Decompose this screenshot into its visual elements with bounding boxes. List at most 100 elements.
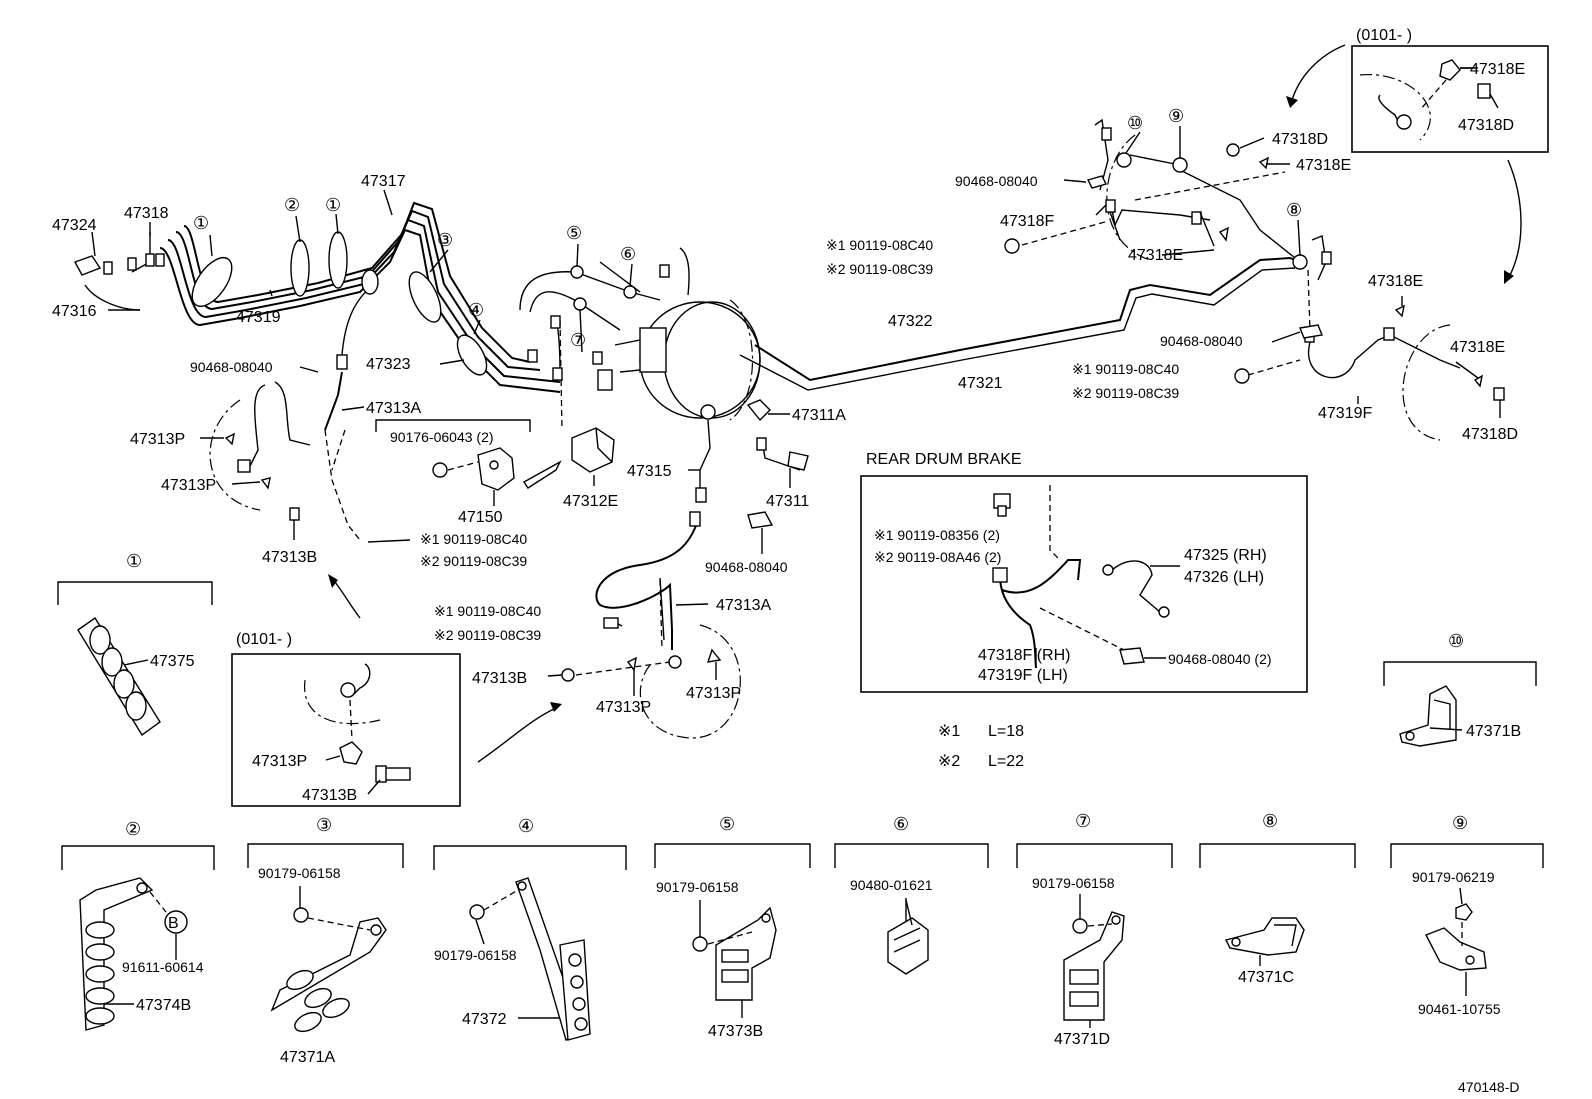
rear-drum-brake-title: REAR DRUM BRAKE [866,451,1022,468]
callout-7: ⑦ [570,330,586,350]
label-47371B: 47371B [1466,723,1521,740]
label-47318E-c: 47318E [1368,273,1423,290]
detail-8-number: ⑧ [1262,811,1278,831]
detail-2-number: ② [125,819,141,839]
callout-6: ⑥ [620,244,636,264]
callout-3: ③ [437,230,453,250]
callout-1b: ① [325,195,341,215]
label-90179-06219: 90179-06219 [1412,869,1495,885]
label-47371A: 47371A [280,1049,335,1066]
flare-nut [336,354,348,370]
detail-1-number: ① [126,551,142,571]
label-47321: 47321 [958,375,1003,392]
label-47311A: 47311A [792,407,846,424]
part-labels: 47324 47318 47316 47319 47317 47323 9046… [52,27,1525,1095]
inset-top-code: (0101- ) [1356,27,1412,44]
label-47319: 47319 [236,309,281,326]
label-47315: 47315 [627,463,672,480]
label-47371D: 47371D [1054,1031,1110,1048]
label-47316: 47316 [52,303,97,320]
mid-hose-assembly [561,511,741,739]
label-x1-right: ※1 90119-08C40 [1072,361,1179,377]
label-90179-06158-d4: 90179-06158 [434,947,517,963]
callout-2: ② [284,195,300,215]
label-47318: 47318 [124,205,169,222]
label-90179-06158-d7: 90179-06158 [1032,875,1115,891]
label-47317: 47317 [361,173,406,190]
rear-drum-parts [992,485,1170,669]
label-47150: 47150 [458,509,503,526]
callout-1a: ① [193,213,209,233]
right-hose-assembly [1234,235,1505,441]
label-47318D-inset: 47318D [1458,117,1514,134]
detail-3-number: ③ [316,815,332,835]
inset-left-code: (0101- ) [236,631,292,648]
label-47322: 47322 [888,313,933,330]
label-47318F: 47318F [1000,213,1054,230]
detail-2-clamp [79,877,188,1031]
front-tube-bundle [84,201,561,393]
callout-8: ⑧ [1286,200,1302,220]
label-47323: 47323 [366,356,411,373]
detail-5-clamp [692,906,777,1001]
label-47318D-a: 47318D [1272,131,1328,148]
left-union-fittings [73,232,165,276]
grommet [361,269,379,295]
inset-top-right [1351,45,1549,153]
callout-markers: ① ② ① ③ ④ ⑤ ⑥ ⑦ ⑧ ⑨ ⑩ ① ② ③ ④ ⑤ ⑥ ⑦ ⑧ ⑨ … [125,106,1468,932]
detail-9-number: ⑨ [1452,813,1468,833]
clamp-2 [290,239,310,297]
label-47313P-d: 47313P [686,685,741,702]
detail-1-clamp [77,617,161,737]
label-47313P-c: 47313P [596,699,651,716]
label-47313B-inset: 47313B [302,787,357,804]
callout-4: ④ [468,300,484,320]
note-1-value: L=18 [988,723,1024,740]
callout-5: ⑤ [566,223,582,243]
label-90176: 90176-06043 (2) [390,429,494,445]
label-47313A-top: 47313A [366,400,421,417]
callout-10: ⑩ [1127,113,1143,133]
detail-7-clamp [1063,911,1125,1021]
label-47318E-inset: 47318E [1470,61,1525,78]
label-47313A-bot: 47313A [716,597,771,614]
diagram-id: 470148-D [1458,1079,1520,1095]
label-x2-mid: ※2 90119-08C39 [434,627,541,643]
note-2-value: L=22 [988,753,1024,770]
label-47326: 47326 (LH) [1184,569,1264,586]
label-47318F-rh: 47318F (RH) [978,647,1070,664]
label-47313B-top: 47313B [262,549,317,566]
label-x2-right: ※2 90119-08C39 [1072,385,1179,401]
label-90468-b: 90468-08040 [705,559,788,575]
label-47318D-b: 47318D [1462,426,1518,443]
clamp-1a [191,256,233,308]
detail-9-clamp [1425,903,1487,996]
label-47313B-bot: 47313B [472,670,527,687]
label-47324: 47324 [52,217,97,234]
detail-4-clamp [469,877,591,1042]
label-rear-x1: ※1 90119-08356 (2) [874,527,1000,543]
label-47313P-inset: 47313P [252,753,307,770]
label-x1-mid: ※1 90119-08C40 [434,603,541,619]
valve-47150 [432,447,515,491]
detail-6-clamp [887,898,929,975]
detail-3-clamp [270,907,387,1033]
detail-4-number: ④ [518,816,534,836]
label-rear-x2: ※2 90119-08A46 (2) [874,549,1001,565]
label-90179-06158-d3: 90179-06158 [258,865,341,881]
label-47318E-d: 47318E [1450,339,1505,356]
label-47325: 47325 (RH) [1184,547,1267,564]
label-90468-d: 90468-08040 [1160,333,1243,349]
label-47311: 47311 [766,493,809,510]
detail-10-number: ⑩ [1448,631,1464,651]
label-47318E-a: 47318E [1128,247,1183,264]
label-47313P-b: 47313P [161,477,216,494]
detail-5-number: ⑤ [719,814,735,834]
label-90461-10755: 90461-10755 [1418,1001,1501,1017]
label-47375: 47375 [150,653,195,670]
detail-b-marker: B [168,915,179,932]
label-rear-90468: 90468-08040 (2) [1168,651,1272,667]
clamp-3 [408,271,442,323]
brake-booster [597,299,761,421]
